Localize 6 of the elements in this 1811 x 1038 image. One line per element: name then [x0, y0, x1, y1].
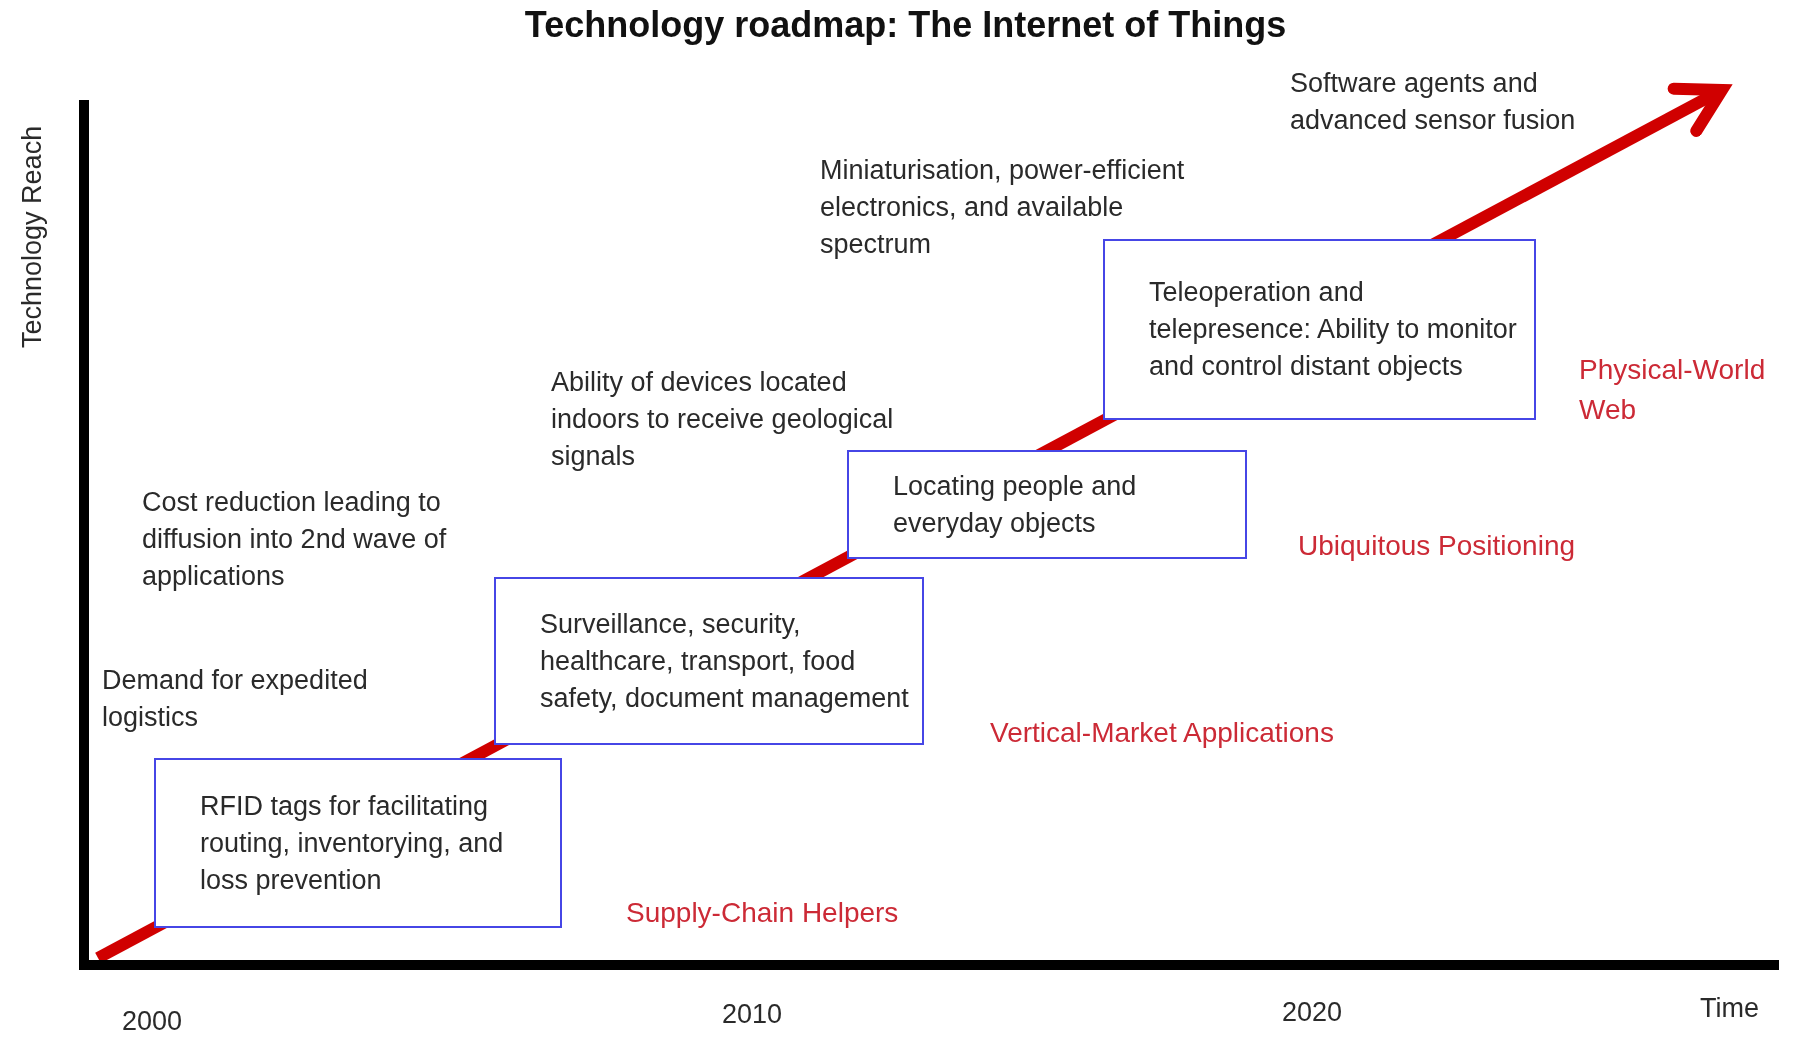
axis-label: 2000	[122, 1005, 183, 1038]
axis-label: 2010	[722, 998, 783, 1031]
axis-label: 2020	[1282, 996, 1343, 1029]
axis-label: Time	[1700, 992, 1759, 1025]
title: Technology roadmap: The Internet of Things	[523, 4, 1288, 46]
axis-title: Technology Reach	[16, 125, 48, 348]
